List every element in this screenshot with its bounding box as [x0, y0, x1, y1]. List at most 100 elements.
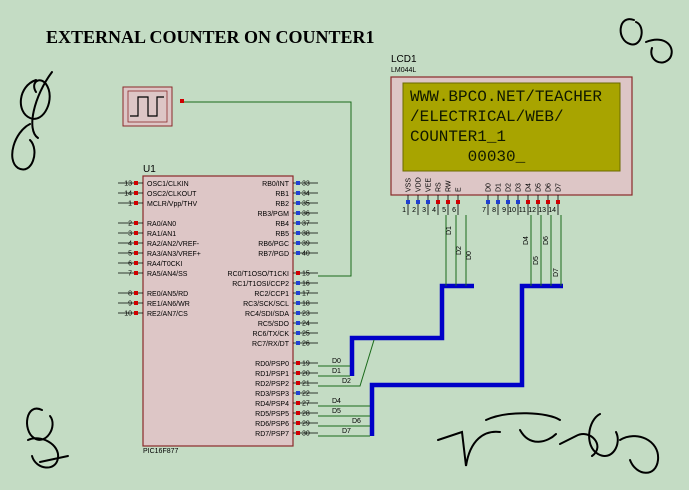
portd-wires	[318, 339, 375, 437]
mcu-right-pins: 33RB0/INT34RB135RB236RB3/PGM37RB438RB539…	[228, 181, 318, 438]
lcd-pin-name: VEE	[426, 178, 433, 192]
lcd-pin-name: RS	[436, 182, 443, 192]
mcu-pin-name: RA4/T0CKI	[147, 261, 182, 268]
lcd-pin-marker	[536, 200, 540, 204]
lcd-pin-marker	[506, 200, 510, 204]
mcu-pin-name: OSC1/CLKIN	[147, 181, 189, 188]
mcu-pin-number: 4	[128, 241, 132, 248]
mcu-pin-number: 14	[124, 191, 132, 198]
lcd-pin-marker	[406, 200, 410, 204]
lcd-pin-number: 12	[528, 207, 536, 214]
net-label: D1	[332, 368, 341, 375]
lcd-pin-name: D7	[556, 183, 563, 192]
mcu-pin-name: RB6/PGC	[258, 241, 289, 248]
mcu-pin-marker	[296, 241, 300, 245]
lcd-line-4: 00030_	[410, 148, 526, 166]
lcd-pin-name: D2	[506, 183, 513, 192]
mcu-pin-number: 36	[302, 211, 310, 218]
lcd-lm044l[interactable]: LCD1 LM044L WWW.BPCO.NET/TEACHER /ELECTR…	[390, 54, 633, 215]
mcu-pin-name: RA0/AN0	[147, 221, 176, 228]
scribble-bottom-middle	[437, 412, 599, 467]
mcu-pin-name: RC1/T1OSI/CCP2	[232, 281, 289, 288]
scribble-bottom-right	[588, 413, 660, 474]
data-bus	[349, 283, 563, 436]
lcd-model: LM044L	[391, 67, 416, 74]
mcu-pin-number: 17	[302, 291, 310, 298]
mcu-pin-number: 1	[128, 201, 132, 208]
lcd-pin-marker	[446, 200, 450, 204]
mcu-pin-number: 5	[128, 251, 132, 258]
mcu-pin-number: 27	[302, 401, 310, 408]
mcu-pin-number: 25	[302, 331, 310, 338]
mcu-pin-marker	[296, 281, 300, 285]
mcu-pin-number: 13	[124, 181, 132, 188]
mcu-pin-name: RD0/PSP0	[255, 361, 289, 368]
mcu-pin-marker	[296, 291, 300, 295]
pulse-generator[interactable]	[122, 86, 184, 127]
lcd-pin-number: 13	[538, 207, 546, 214]
mcu-pin-name: RB5	[275, 231, 289, 238]
mcu-pin-marker	[296, 401, 300, 405]
mcu-pin-name: RC4/SDI/SDA	[245, 311, 289, 318]
mcu-pin-number: 19	[302, 361, 310, 368]
lcd-pin-number: 1	[402, 207, 406, 214]
mcu-pin-marker	[134, 191, 138, 195]
mcu-pin-number: 34	[302, 191, 310, 198]
mcu-pin-name: RB4	[275, 221, 289, 228]
mcu-pin-marker	[296, 391, 300, 395]
mcu-pin-marker	[296, 201, 300, 205]
lcd-pin-name: D6	[546, 183, 553, 192]
mcu-pin-marker	[134, 241, 138, 245]
mcu-pin-name: RC7/RX/DT	[252, 341, 290, 348]
mcu-pin-number: 37	[302, 221, 310, 228]
mcu-pin-name: RD5/PSP5	[255, 411, 289, 418]
lcd-pin-marker	[556, 200, 560, 204]
mcu-pin-marker	[296, 311, 300, 315]
mcu-pin-name: RD7/PSP7	[255, 431, 289, 438]
mcu-pin-number: 16	[302, 281, 310, 288]
mcu-pin-name: RB2	[275, 201, 289, 208]
mcu-pin-number: 7	[128, 271, 132, 278]
mcu-pin-marker	[134, 231, 138, 235]
mcu-pin-number: 26	[302, 341, 310, 348]
mcu-pin-marker	[296, 321, 300, 325]
lcd-pin-number: 4	[432, 207, 436, 214]
mcu-pin-number: 30	[302, 431, 310, 438]
lcd-pin-number: 2	[412, 207, 416, 214]
lcd-pin-name: D4	[526, 183, 533, 192]
lcd-pin-number: 5	[442, 207, 446, 214]
lcd-pin-marker	[516, 200, 520, 204]
mcu-pin-marker	[134, 271, 138, 275]
scribbles	[11, 18, 673, 474]
mcu-pin-marker	[296, 411, 300, 415]
mcu-pin-number: 9	[128, 301, 132, 308]
mcu-pin-marker	[296, 191, 300, 195]
mcu-pin-number: 6	[128, 261, 132, 268]
lcd-line-2: /ELECTRICAL/WEB/	[410, 108, 564, 126]
scribble-top-right	[619, 18, 673, 64]
mcu-pin-marker	[296, 371, 300, 375]
scribble-bottom-left	[26, 407, 69, 469]
mcu-pin-name: RE0/AN5/RD	[147, 291, 188, 298]
mcu-pin-name: RB3/PGM	[257, 211, 289, 218]
lcd-pin-name: D0	[486, 183, 493, 192]
mcu-pin-name: RB1	[275, 191, 289, 198]
mcu-body	[142, 175, 294, 447]
mcu-pin-marker	[296, 231, 300, 235]
mcu-pin-number: 38	[302, 231, 310, 238]
mcu-pin-marker	[134, 181, 138, 185]
mcu-model: PIC16F877	[143, 448, 179, 455]
net-label: D1	[446, 226, 453, 235]
mcu-pin-name: RB7/PGD	[258, 251, 289, 258]
net-label: D6	[352, 418, 361, 425]
mcu-pin-marker	[296, 251, 300, 255]
net-label: D5	[332, 408, 341, 415]
lcd-pin-name: VSS	[406, 178, 413, 192]
lcd-pin-marker	[486, 200, 490, 204]
